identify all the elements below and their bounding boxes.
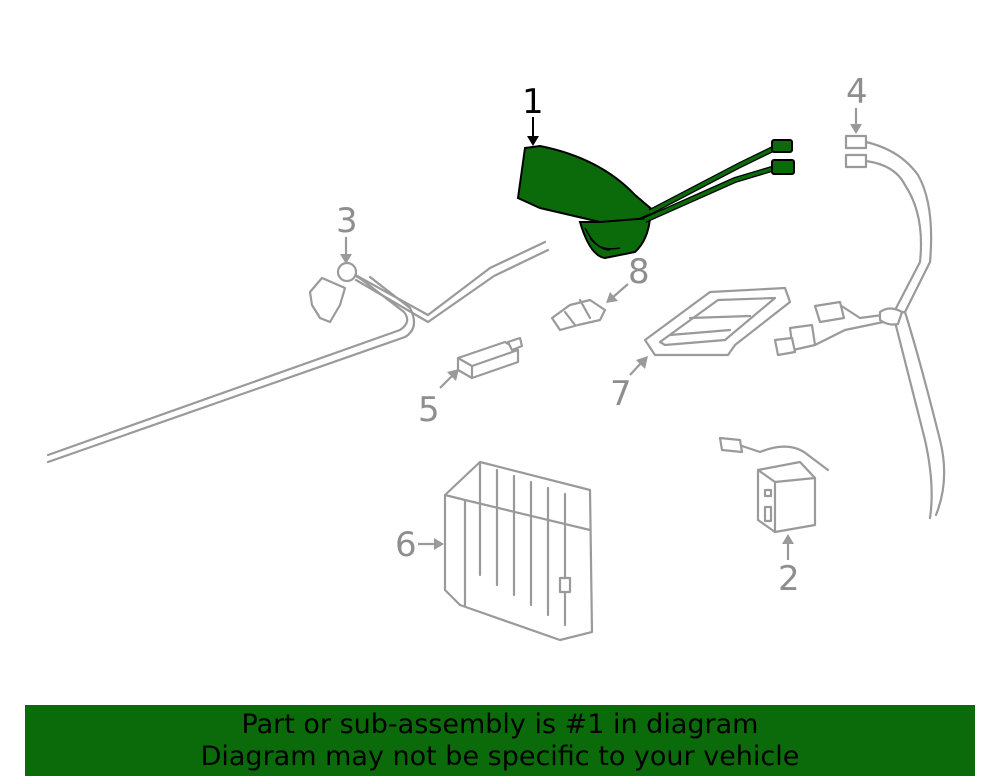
- svg-text:2: 2: [778, 559, 800, 599]
- parts-diagram: 1 2 3 4 5 6 7 8: [46, 72, 946, 642]
- part-8-connector[interactable]: [550, 298, 607, 332]
- callout-4: 4: [846, 72, 868, 134]
- part-4-harness[interactable]: [773, 134, 946, 520]
- callout-6: 6: [395, 525, 444, 565]
- part-3-cable[interactable]: [46, 240, 550, 464]
- svg-text:6: 6: [395, 525, 417, 565]
- info-banner: Part or sub-assembly is #1 in diagram Di…: [25, 705, 975, 776]
- callout-7: 7: [610, 356, 648, 414]
- svg-text:8: 8: [628, 252, 650, 292]
- svg-text:7: 7: [610, 374, 632, 414]
- part-2-sensor[interactable]: [718, 436, 830, 534]
- svg-text:3: 3: [336, 201, 358, 241]
- svg-text:4: 4: [846, 72, 868, 112]
- part-1-antenna[interactable]: [516, 139, 795, 260]
- part-6-control-module[interactable]: [443, 460, 594, 642]
- callout-1: 1: [522, 82, 544, 146]
- part-5-module[interactable]: [456, 336, 524, 380]
- callout-8: 8: [606, 252, 650, 303]
- callout-2: 2: [778, 534, 800, 599]
- part-7-bracket[interactable]: [643, 286, 792, 357]
- banner-line-disclaimer: Diagram may not be specific to your vehi…: [200, 741, 800, 772]
- callout-5: 5: [418, 369, 459, 430]
- svg-text:1: 1: [522, 82, 544, 122]
- callout-3: 3: [336, 201, 358, 264]
- svg-text:5: 5: [418, 390, 440, 430]
- banner-line-part: Part or sub-assembly is #1 in diagram: [241, 709, 759, 740]
